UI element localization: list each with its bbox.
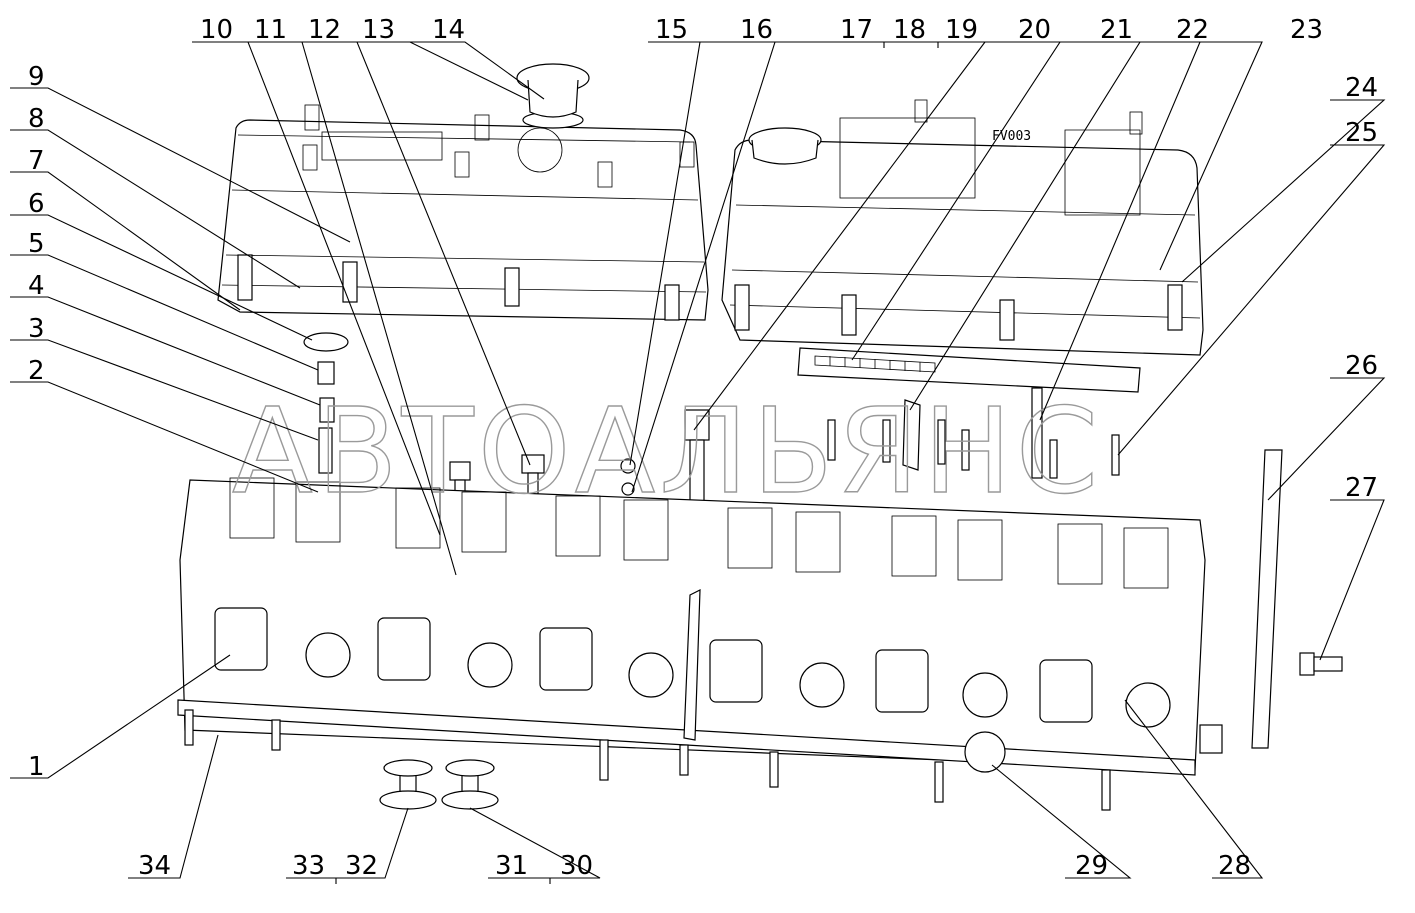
callout-26: 26 bbox=[1345, 351, 1378, 381]
callout-12: 12 bbox=[308, 15, 341, 45]
callout-14: 14 bbox=[432, 15, 465, 45]
callout-2: 2 bbox=[28, 356, 45, 386]
side-plate bbox=[1251, 449, 1283, 749]
callout-28: 28 bbox=[1218, 851, 1251, 881]
callout-19: 19 bbox=[945, 15, 978, 45]
callout-21: 21 bbox=[1100, 15, 1133, 45]
callout-5: 5 bbox=[28, 229, 45, 259]
callout-33: 33 bbox=[292, 851, 325, 881]
callout-31: 31 bbox=[495, 851, 528, 881]
callout-10: 10 bbox=[200, 15, 233, 45]
callout-6: 6 bbox=[28, 189, 45, 219]
cover-bolts bbox=[827, 399, 1120, 479]
callout-30: 30 bbox=[560, 851, 593, 881]
valves bbox=[379, 759, 499, 810]
callout-16: 16 bbox=[740, 15, 773, 45]
flange-bolt bbox=[1299, 652, 1343, 676]
callout-3: 3 bbox=[28, 314, 45, 344]
callout-27: 27 bbox=[1345, 473, 1378, 503]
cylinder-head bbox=[177, 477, 1223, 811]
leader-lines bbox=[10, 41, 1386, 879]
callout-34: 34 bbox=[138, 851, 171, 881]
valve-cover-right: FV003 bbox=[721, 99, 1204, 356]
callout-18: 18 bbox=[893, 15, 926, 45]
breather-gasket bbox=[797, 347, 1141, 479]
watermark-text: АВТОАЛЬЯНС bbox=[232, 382, 1102, 520]
callout-24: 24 bbox=[1345, 73, 1378, 103]
callout-20: 20 bbox=[1018, 15, 1051, 45]
callout-22: 22 bbox=[1176, 15, 1209, 45]
callout-15: 15 bbox=[655, 15, 688, 45]
callout-labels: 9 8 7 6 5 4 3 2 1 10 11 12 13 14 15 16 1… bbox=[28, 15, 1378, 881]
callout-25: 25 bbox=[1345, 118, 1378, 148]
group-brackets bbox=[335, 42, 939, 884]
callout-17: 17 bbox=[840, 15, 873, 45]
callout-11: 11 bbox=[254, 15, 287, 45]
callout-1: 1 bbox=[28, 752, 45, 782]
valve-spring-stack bbox=[303, 332, 349, 474]
callout-9: 9 bbox=[28, 62, 45, 92]
callout-8: 8 bbox=[28, 104, 45, 134]
callout-13: 13 bbox=[362, 15, 395, 45]
callout-7: 7 bbox=[28, 146, 45, 176]
callout-32: 32 bbox=[345, 851, 378, 881]
valve-cover-left bbox=[217, 63, 709, 321]
callout-23: 23 bbox=[1290, 15, 1323, 45]
callout-4: 4 bbox=[28, 271, 45, 301]
cover-marking-text: FV003 bbox=[992, 129, 1031, 144]
callout-29: 29 bbox=[1075, 851, 1108, 881]
